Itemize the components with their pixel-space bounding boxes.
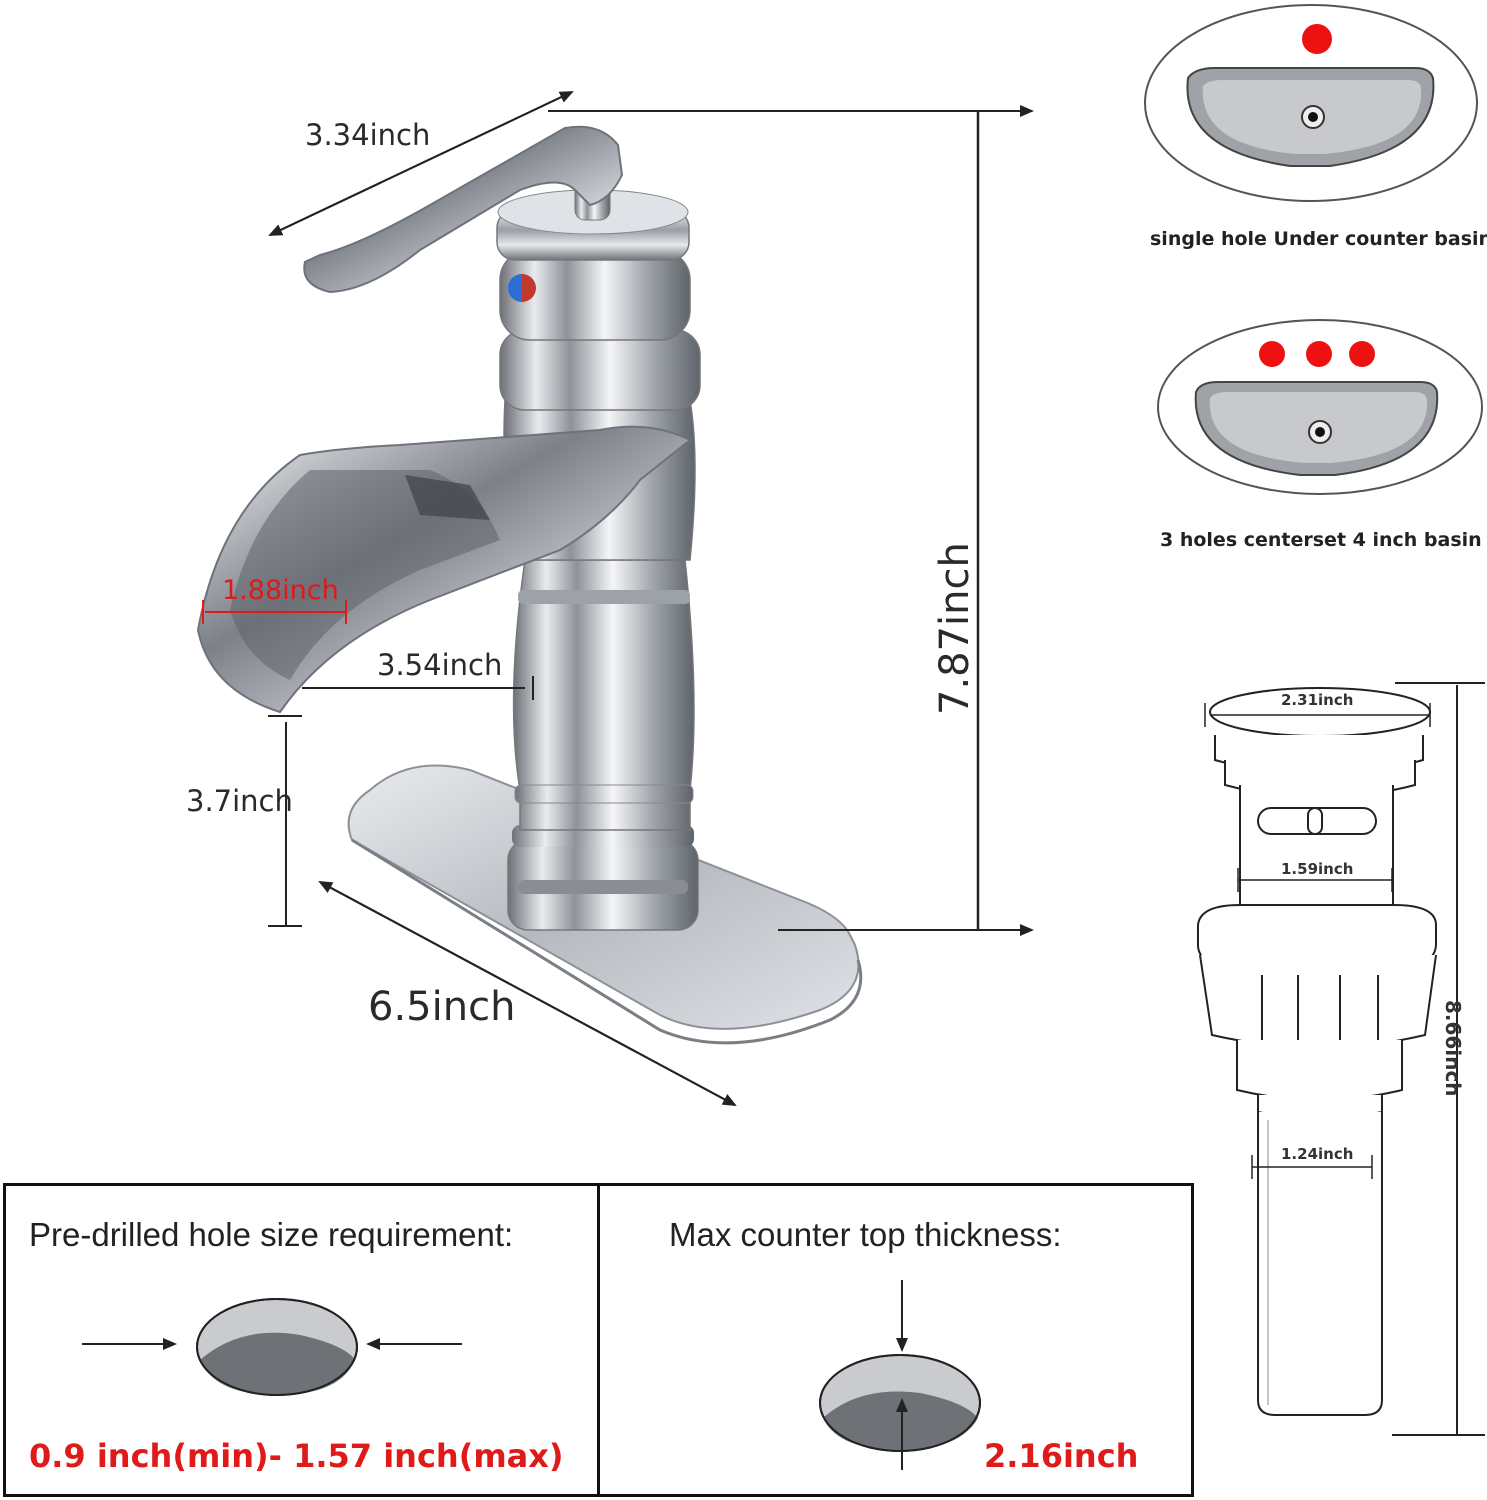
drain-illustration [1197,687,1437,1416]
dim-height-label: 7.87inch [932,542,978,715]
dim-spout-width-label: 1.88inch [222,575,339,606]
counter-thickness-panel [597,1183,1194,1497]
hole-dot [1349,341,1375,367]
dim-plate-label: 6.5inch [368,984,516,1030]
lever-handle [303,125,624,294]
faucet-body [512,559,695,831]
counter-thickness-value: 2.16inch [984,1437,1139,1475]
faucet-illustration [196,125,863,1045]
dim-handle-label: 3.34inch [305,118,431,152]
hole-dot [1259,341,1285,367]
hole-size-value: 0.9 inch(min)- 1.57 inch(max) [29,1437,564,1475]
counter-thickness-graphic [819,1280,981,1470]
drain-dim-length-label: 8.66inch [1441,1000,1465,1097]
counter-thickness-title: Max counter top thickness: [669,1216,1062,1253]
drain-dim-pipe-label: 1.24inch [1281,1145,1354,1163]
hole-dot [1306,341,1332,367]
drain-dim-mid-label: 1.59inch [1281,860,1354,878]
basin-single-hole [1144,4,1478,202]
dim-spout-reach-label: 3.54inch [377,648,503,682]
basin-three-holes [1157,319,1483,495]
hole-size-graphic [82,1298,462,1396]
basin-caption-single: single hole Under counter basin [1150,228,1487,250]
dim-spout-height-label: 3.7inch [186,784,293,818]
drain-dim-top-label: 2.31inch [1281,691,1354,709]
basin-caption-three: 3 holes centerset 4 inch basin [1160,529,1482,551]
hole-dot [1302,24,1332,54]
faucet-dimension-lines [202,91,1034,1106]
drain-dimension-lines [1204,682,1485,1436]
hole-size-title: Pre-drilled hole size requirement: [29,1216,514,1253]
